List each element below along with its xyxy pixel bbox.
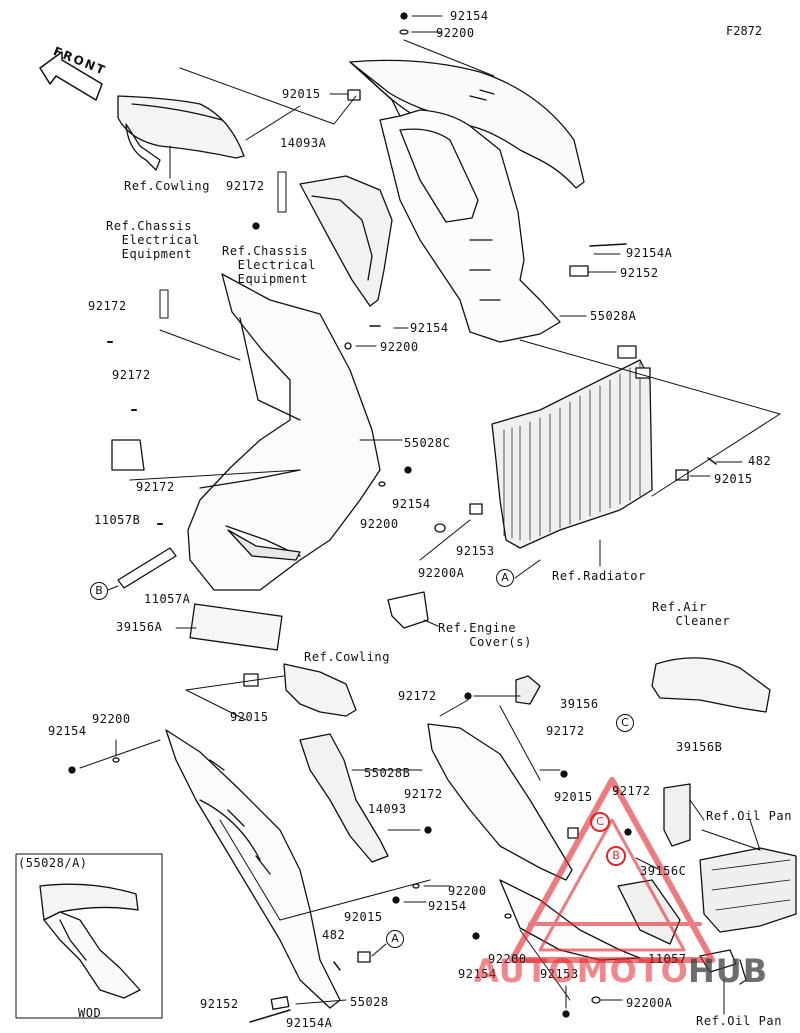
part-number: 92015	[554, 790, 593, 804]
part-number: 92152	[620, 266, 659, 280]
air-cleaner-part	[651, 657, 771, 713]
callout-a: A	[386, 930, 404, 948]
part-number: 482	[748, 454, 772, 468]
part-number: 55028	[350, 995, 389, 1009]
part-number: 92153	[540, 967, 579, 981]
part-number: 11057B	[94, 513, 141, 527]
figure-code: F2872	[726, 24, 763, 38]
part-number: 482	[322, 928, 346, 942]
part-number: 92015	[282, 87, 321, 101]
part-number: 92154	[392, 497, 431, 511]
part-number: 92200	[488, 952, 527, 966]
part-number: 92200A	[626, 996, 673, 1010]
part-number: 92154	[450, 9, 489, 23]
ref-label: Ref.Chassis Electrical Equipment	[222, 244, 316, 286]
ref-label: Ref.Chassis Electrical Equipment	[106, 219, 200, 261]
part-number: 92015	[230, 710, 269, 724]
part-number: 92172	[226, 179, 265, 193]
part-number: 92172	[398, 689, 437, 703]
part-number: 39156A	[116, 620, 163, 634]
insulator-39156B-part	[663, 783, 691, 847]
ref-label: Ref.Engine Cover(s)	[438, 621, 532, 649]
side-panel-55028B-part	[427, 723, 573, 881]
variant-box-label: (55028/A)	[18, 856, 88, 870]
callout-c: C	[590, 812, 610, 832]
mid-side-cowl-part	[187, 273, 381, 591]
inner-panel-14093A-part	[299, 175, 393, 307]
part-number: 92200	[380, 340, 419, 354]
watermark-text-left: AUTOMOTO	[474, 952, 689, 990]
variant-box-frame	[15, 853, 163, 1019]
part-number: 39156C	[640, 864, 687, 878]
part-number: 55028B	[364, 766, 411, 780]
part-number: 55028A	[590, 309, 637, 323]
part-number: 92152	[200, 997, 239, 1011]
lower-cowl-left-part	[165, 729, 341, 1009]
part-number: 92172	[88, 299, 127, 313]
callout-c: C	[616, 714, 634, 732]
part-number: 92200	[436, 26, 475, 40]
part-number: 92153	[456, 544, 495, 558]
part-number: 92015	[344, 910, 383, 924]
oil-pan-part	[699, 847, 797, 933]
ref-cowling-lower-part	[283, 663, 357, 717]
callout-b: B	[90, 582, 108, 600]
part-number: 39156B	[676, 740, 723, 754]
ref-label: Ref.Radiator	[552, 569, 646, 583]
part-number: 14093A	[280, 136, 327, 150]
inner-panel-14093-part	[299, 733, 389, 863]
front-arrow-icon	[39, 51, 103, 101]
leader-lines-upper	[107, 15, 781, 629]
part-number: 55028C	[404, 436, 451, 450]
part-number: 92154	[458, 967, 497, 981]
watermark-logo-icon	[509, 777, 715, 963]
watermark-text-right: HUB	[688, 952, 769, 990]
variant-cowl-illustration	[39, 883, 141, 999]
insulator-39156-part	[515, 675, 541, 705]
variant-wod-label: WOD	[78, 1006, 102, 1020]
part-number: 92172	[612, 784, 651, 798]
part-number: 39156	[560, 697, 599, 711]
part-number: 92154	[410, 321, 449, 335]
ref-label: Ref.Cowling	[124, 179, 211, 193]
part-number: 92172	[136, 480, 175, 494]
ref-label: Ref.Cowling	[304, 650, 391, 664]
part-number: 92200A	[418, 566, 465, 580]
part-number: 92172	[546, 724, 585, 738]
ref-cowling-part	[117, 95, 245, 171]
callout-a: A	[496, 569, 514, 587]
part-number: 92154	[48, 724, 87, 738]
leader-lines-lower	[79, 675, 761, 1015]
fastener-group-upper	[107, 12, 717, 651]
part-number: 92154A	[626, 246, 673, 260]
part-number: 92172	[112, 368, 151, 382]
part-number: 92200	[360, 517, 399, 531]
upper-side-panel-part	[379, 109, 561, 343]
ref-label: Ref.Air Cleaner	[652, 600, 731, 628]
ref-label: Ref.Oil Pan	[696, 1014, 783, 1028]
fastener-group-lower	[68, 692, 747, 1023]
part-number: 92154A	[286, 1016, 333, 1030]
part-number: 92200	[92, 712, 131, 726]
radiator-part	[491, 345, 653, 549]
ref-label: Ref.Oil Pan	[706, 809, 793, 823]
callout-b: B	[606, 846, 626, 866]
part-number: 92172	[404, 787, 443, 801]
part-number: 11057A	[144, 592, 191, 606]
part-number: 92154	[428, 899, 467, 913]
part-number: 11057	[648, 952, 687, 966]
part-number: 92200	[448, 884, 487, 898]
part-number: 14093	[368, 802, 407, 816]
part-number: 92015	[714, 472, 753, 486]
